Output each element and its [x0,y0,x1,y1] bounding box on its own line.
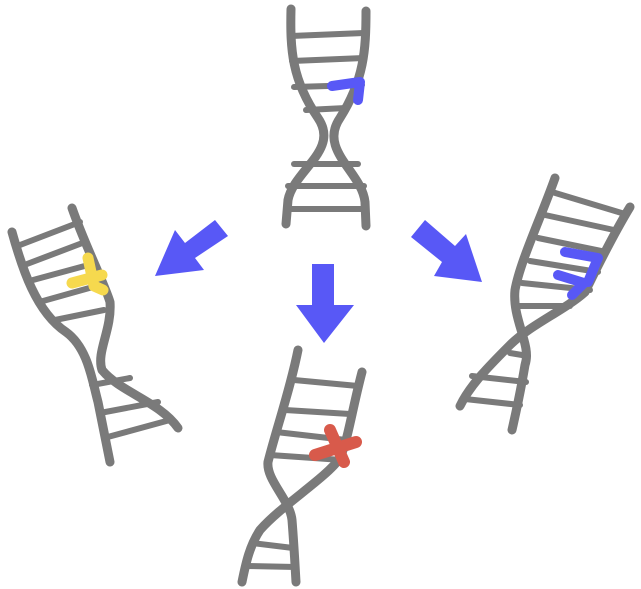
dna-helix-original [281,4,371,231]
red-cross-mark [309,424,362,468]
dna-helix-icon [7,203,183,467]
arrow-right [411,220,482,282]
arrow-icon [155,220,228,276]
yellow-highlight-mark [66,252,109,296]
double-blue-highlight-mark [553,247,603,300]
dna-helix-icon [237,345,367,587]
arrow-icon [411,220,482,282]
mutation-arrows [155,220,482,343]
dna-helix-variant-right [455,173,635,435]
dna-helix-variant-left [7,203,183,467]
dna-helix-variant-center [237,345,367,587]
arrow-icon [296,264,354,343]
dna-helix-icon [455,173,635,435]
arrow-down [296,264,354,343]
dna-helix-icon [281,4,371,231]
arrow-left [155,220,228,276]
blue-highlight-mark [327,77,365,105]
